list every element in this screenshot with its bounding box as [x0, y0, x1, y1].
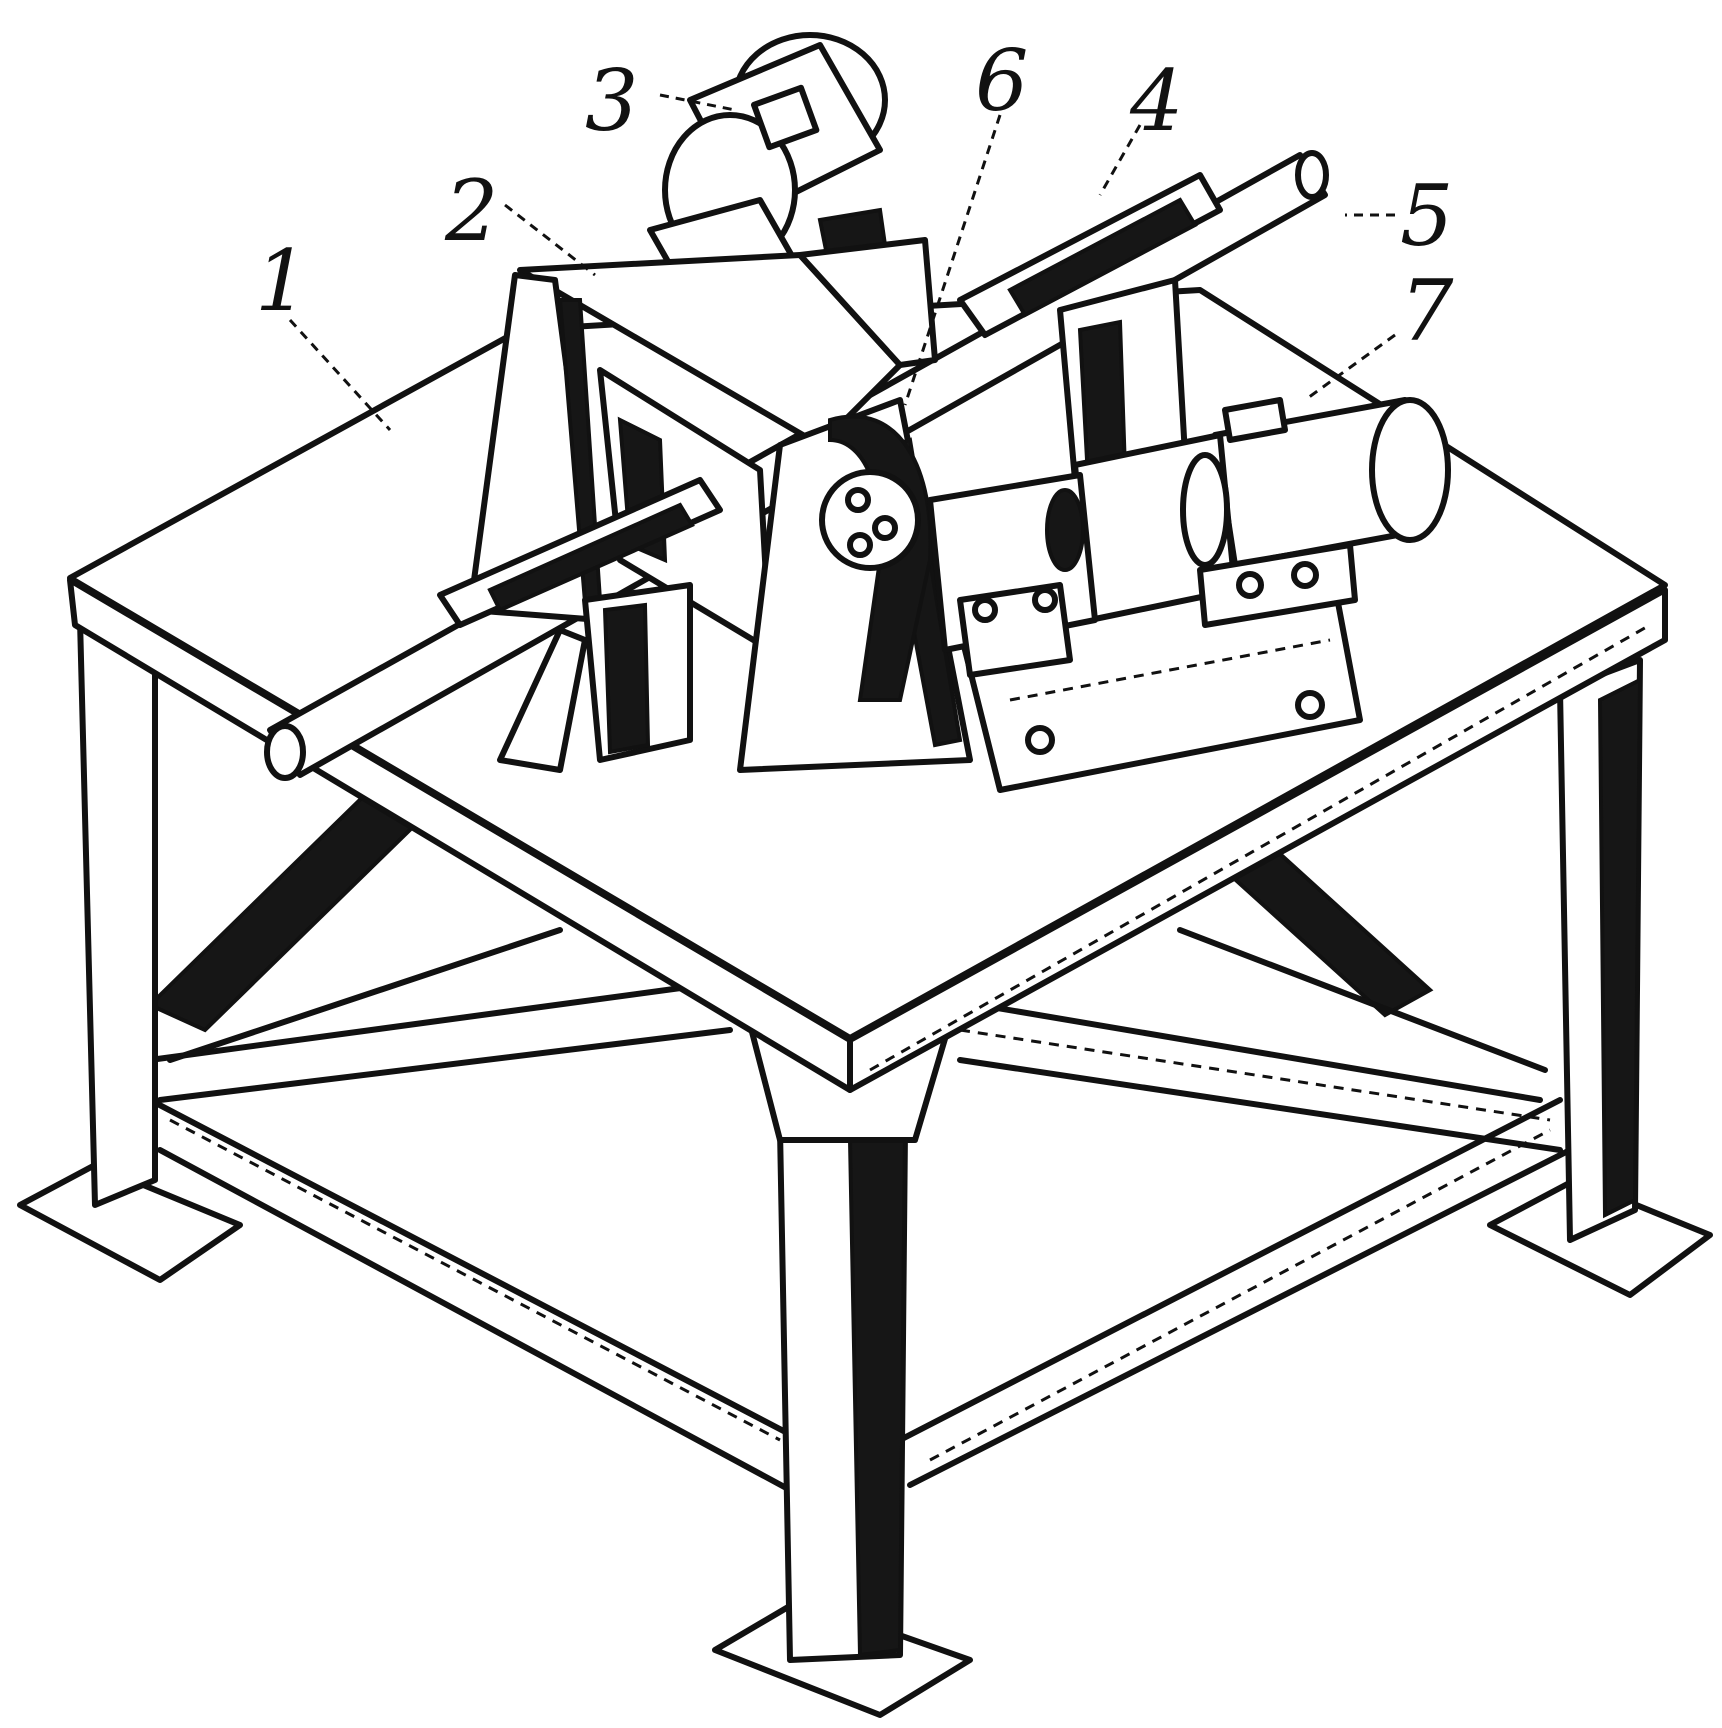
x-brace-right-b: [957, 1057, 1563, 1153]
brace-rear-left: [146, 787, 424, 1033]
machine-base-slot: [1009, 638, 1331, 702]
foot-pad-left: [17, 1162, 243, 1283]
leg-front-shade: [847, 1132, 908, 1658]
gearbox: [927, 472, 1098, 678]
apron-front-right: [847, 587, 1668, 1093]
motor-front-mount: [1197, 542, 1358, 628]
guide-rod-end-right: [1295, 150, 1329, 200]
leader-6: [903, 114, 1002, 406]
callout-6: 6: [975, 32, 1028, 130]
x-brace-shading: [959, 1028, 1551, 1122]
stretcher-right: [897, 1097, 1563, 1443]
callout-3: 3: [585, 52, 638, 150]
disc-housing: [819, 414, 933, 702]
motor-front-bolt-2: [1291, 561, 1319, 589]
callout-7: 7: [1400, 262, 1454, 360]
x-brace-left-b: [147, 977, 743, 1063]
gearbox-bolt-1: [972, 597, 998, 623]
disc-pulley: [819, 469, 921, 571]
motor-front-end-cap: [1369, 397, 1451, 543]
leader-1: [288, 318, 392, 432]
base-bolt-2: [1025, 725, 1055, 755]
disc-hole-b: [872, 515, 898, 541]
disc-hole-a: [845, 487, 871, 513]
stretcher-right-shading: [929, 1128, 1551, 1462]
x-brace-right-a: [947, 997, 1543, 1103]
apron-rail-right: [869, 623, 1651, 1072]
front-clamp-leg: [497, 627, 588, 773]
leg-left: [77, 597, 158, 1208]
stretcher-right-inner: [907, 1147, 1573, 1488]
disc-hole-c: [847, 532, 873, 558]
x-brace-under-left: [167, 927, 563, 1063]
stretcher-left: [147, 1097, 823, 1453]
rear-slide-rail-shade: [1007, 197, 1198, 318]
leader-7: [1304, 333, 1396, 402]
motor-front-bolt-1: [1236, 571, 1264, 599]
callout-2: 2: [444, 162, 498, 260]
stretcher-left-inner: [157, 1147, 793, 1493]
x-brace-left-a: [157, 1027, 733, 1103]
leader-2: [504, 203, 596, 277]
leader-3: [659, 93, 736, 112]
front-clamp-rail-shade: [487, 502, 695, 613]
leg-right-shade: [1597, 676, 1643, 1219]
gearbox-shaft-collar: [1045, 488, 1085, 572]
leader-lines: [288, 93, 1396, 432]
hood-slope: [797, 237, 938, 368]
machine-assembly: [264, 32, 1451, 793]
x-brace-under-right: [1177, 927, 1548, 1073]
motor-rear-terminal-box: [750, 84, 820, 151]
foot-pad-right: [1487, 1177, 1713, 1298]
callout-4: 4: [1129, 52, 1183, 150]
base-bolt-1: [1295, 690, 1325, 720]
front-clamp-shade: [602, 602, 651, 755]
callout-1: 1: [255, 232, 308, 330]
callout-labels: 1 2 3 4 5 6 7: [255, 32, 1454, 360]
motor-front-terminal-box: [1222, 397, 1288, 443]
front-clamp: [437, 477, 723, 773]
callout-5: 5: [1400, 167, 1453, 265]
leader-4: [1098, 124, 1142, 196]
guide-rod-end-left: [264, 723, 306, 781]
motor-front: [1072, 397, 1451, 628]
motor-front-coupling: [1180, 452, 1230, 568]
stretcher-left-shading: [169, 1118, 781, 1442]
gearbox-bolt-2: [1032, 587, 1058, 613]
